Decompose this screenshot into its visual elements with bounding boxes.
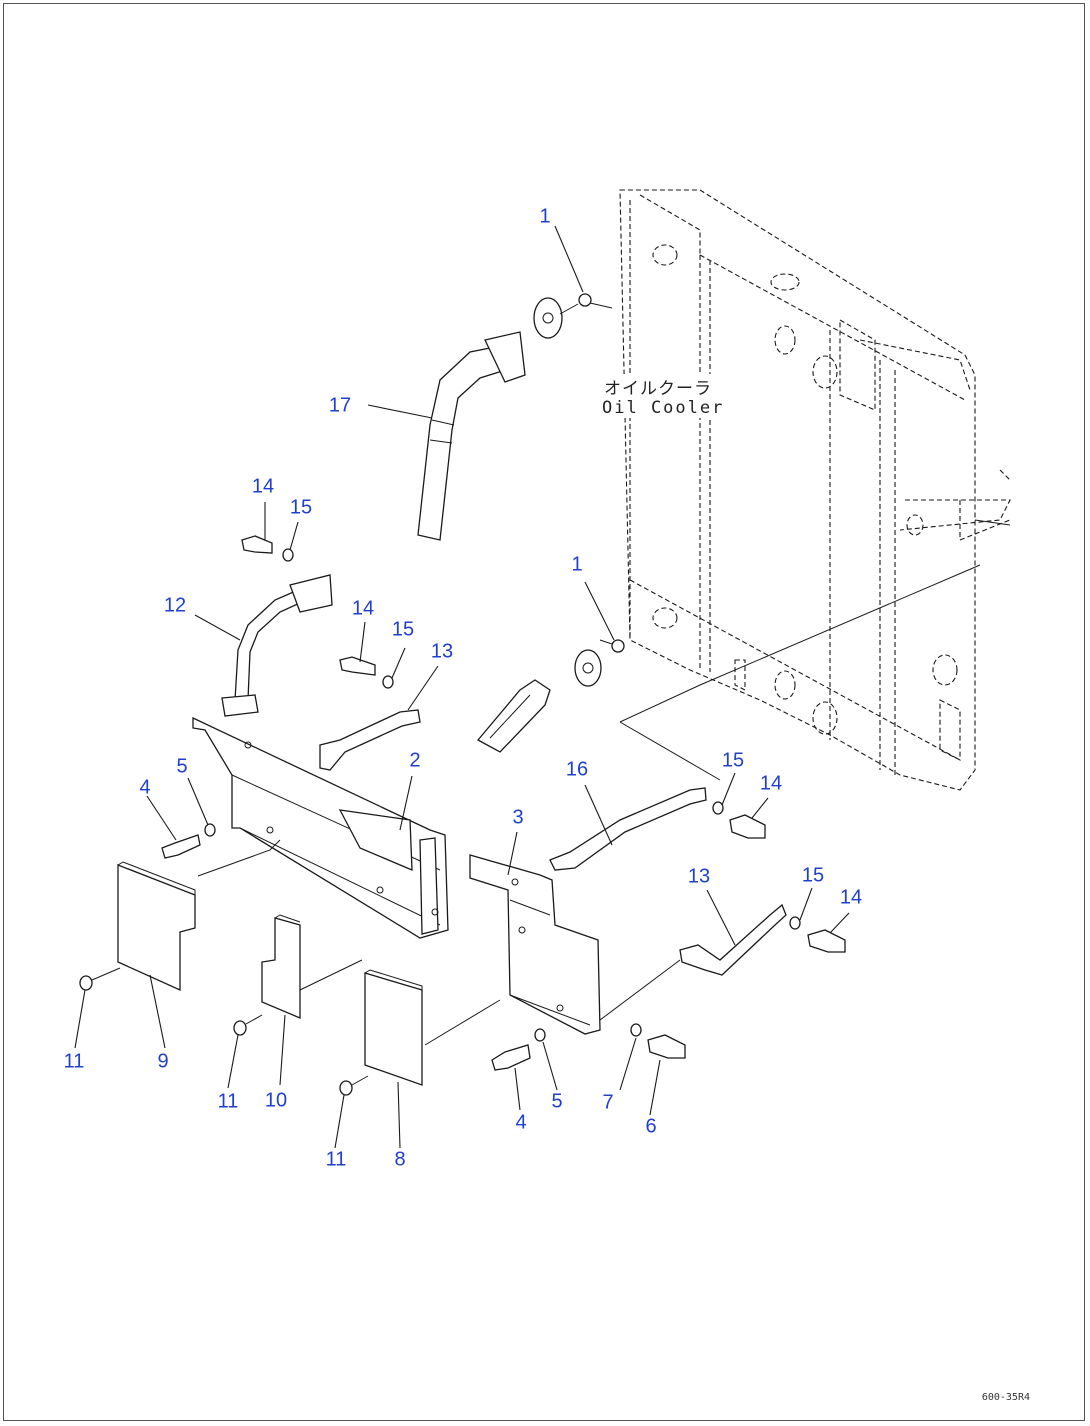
bolt-4-b [491, 1044, 531, 1071]
bolt-14-b [339, 656, 376, 676]
callout-13-lower: 13 [687, 865, 711, 888]
callout-1-upper: 1 [539, 205, 551, 228]
washer-15-b [382, 675, 394, 689]
upper-hose [417, 297, 563, 541]
callout-12: 12 [163, 594, 187, 617]
callout-4-right: 4 [515, 1111, 527, 1134]
washer-15-a [282, 548, 294, 562]
washer-7 [630, 1023, 642, 1037]
callout-8: 8 [394, 1148, 406, 1171]
callout-11-b: 11 [217, 1090, 239, 1113]
callout-15-b: 15 [391, 618, 415, 641]
callout-5-right: 5 [551, 1090, 563, 1113]
oil-cooler-label-en: Oil Cooler [600, 398, 727, 418]
plate-10 [261, 914, 301, 1019]
o-ring-upper [578, 293, 592, 307]
leader-lines [74, 225, 850, 1149]
callout-15-a: 15 [289, 496, 313, 519]
stay-13-lower [679, 903, 787, 976]
bolt-6 [647, 1034, 686, 1059]
cap-11-c [339, 1080, 353, 1096]
bolt-14-a [241, 535, 273, 554]
callout-10: 10 [264, 1089, 288, 1112]
plate-9 [117, 861, 196, 992]
oil-cooler-label-jp: オイルクーラ [602, 374, 714, 399]
drawing-frame [3, 3, 1085, 1421]
cap-11-b [233, 1020, 247, 1036]
callout-11-a: 11 [63, 1050, 85, 1073]
stay-16 [549, 787, 707, 871]
callout-11-c: 11 [325, 1148, 347, 1171]
callout-5-left: 5 [176, 755, 188, 778]
callout-1-lower: 1 [571, 553, 583, 576]
oil-cooler-outline [619, 189, 1011, 791]
callout-17: 17 [328, 394, 352, 417]
washer-15-d [789, 916, 801, 930]
plate-8 [364, 969, 423, 1086]
callout-4-left: 4 [139, 776, 151, 799]
callout-13-upper: 13 [430, 640, 454, 663]
callout-14-c: 14 [759, 772, 783, 795]
callout-16: 16 [565, 758, 589, 781]
callout-15-c: 15 [721, 749, 745, 772]
bolt-4-a [161, 834, 201, 859]
callout-6: 6 [645, 1115, 657, 1138]
callout-3: 3 [512, 806, 524, 829]
bolt-14-d [807, 929, 846, 953]
o-ring-lower [611, 639, 625, 653]
bolt-14-c [729, 814, 766, 839]
drawing-code: 600-35R4 [981, 1392, 1030, 1403]
stay-12 [221, 574, 333, 717]
washer-15-c [712, 801, 724, 815]
callout-14-a: 14 [251, 475, 275, 498]
cap-11-a [79, 975, 93, 991]
callout-9: 9 [157, 1050, 169, 1073]
bracket-3 [469, 854, 601, 1035]
washer-5-b [534, 1028, 546, 1042]
stay-13-upper [319, 709, 421, 771]
callout-2: 2 [409, 749, 421, 772]
callout-7: 7 [602, 1091, 614, 1114]
assembly-lines [91, 302, 1011, 1086]
washer-5-a [204, 823, 216, 837]
bracket-2 [192, 716, 449, 939]
callout-15-d: 15 [801, 864, 825, 887]
lower-hose [476, 649, 602, 753]
callout-14-d: 14 [839, 886, 863, 909]
callout-14-b: 14 [351, 597, 375, 620]
